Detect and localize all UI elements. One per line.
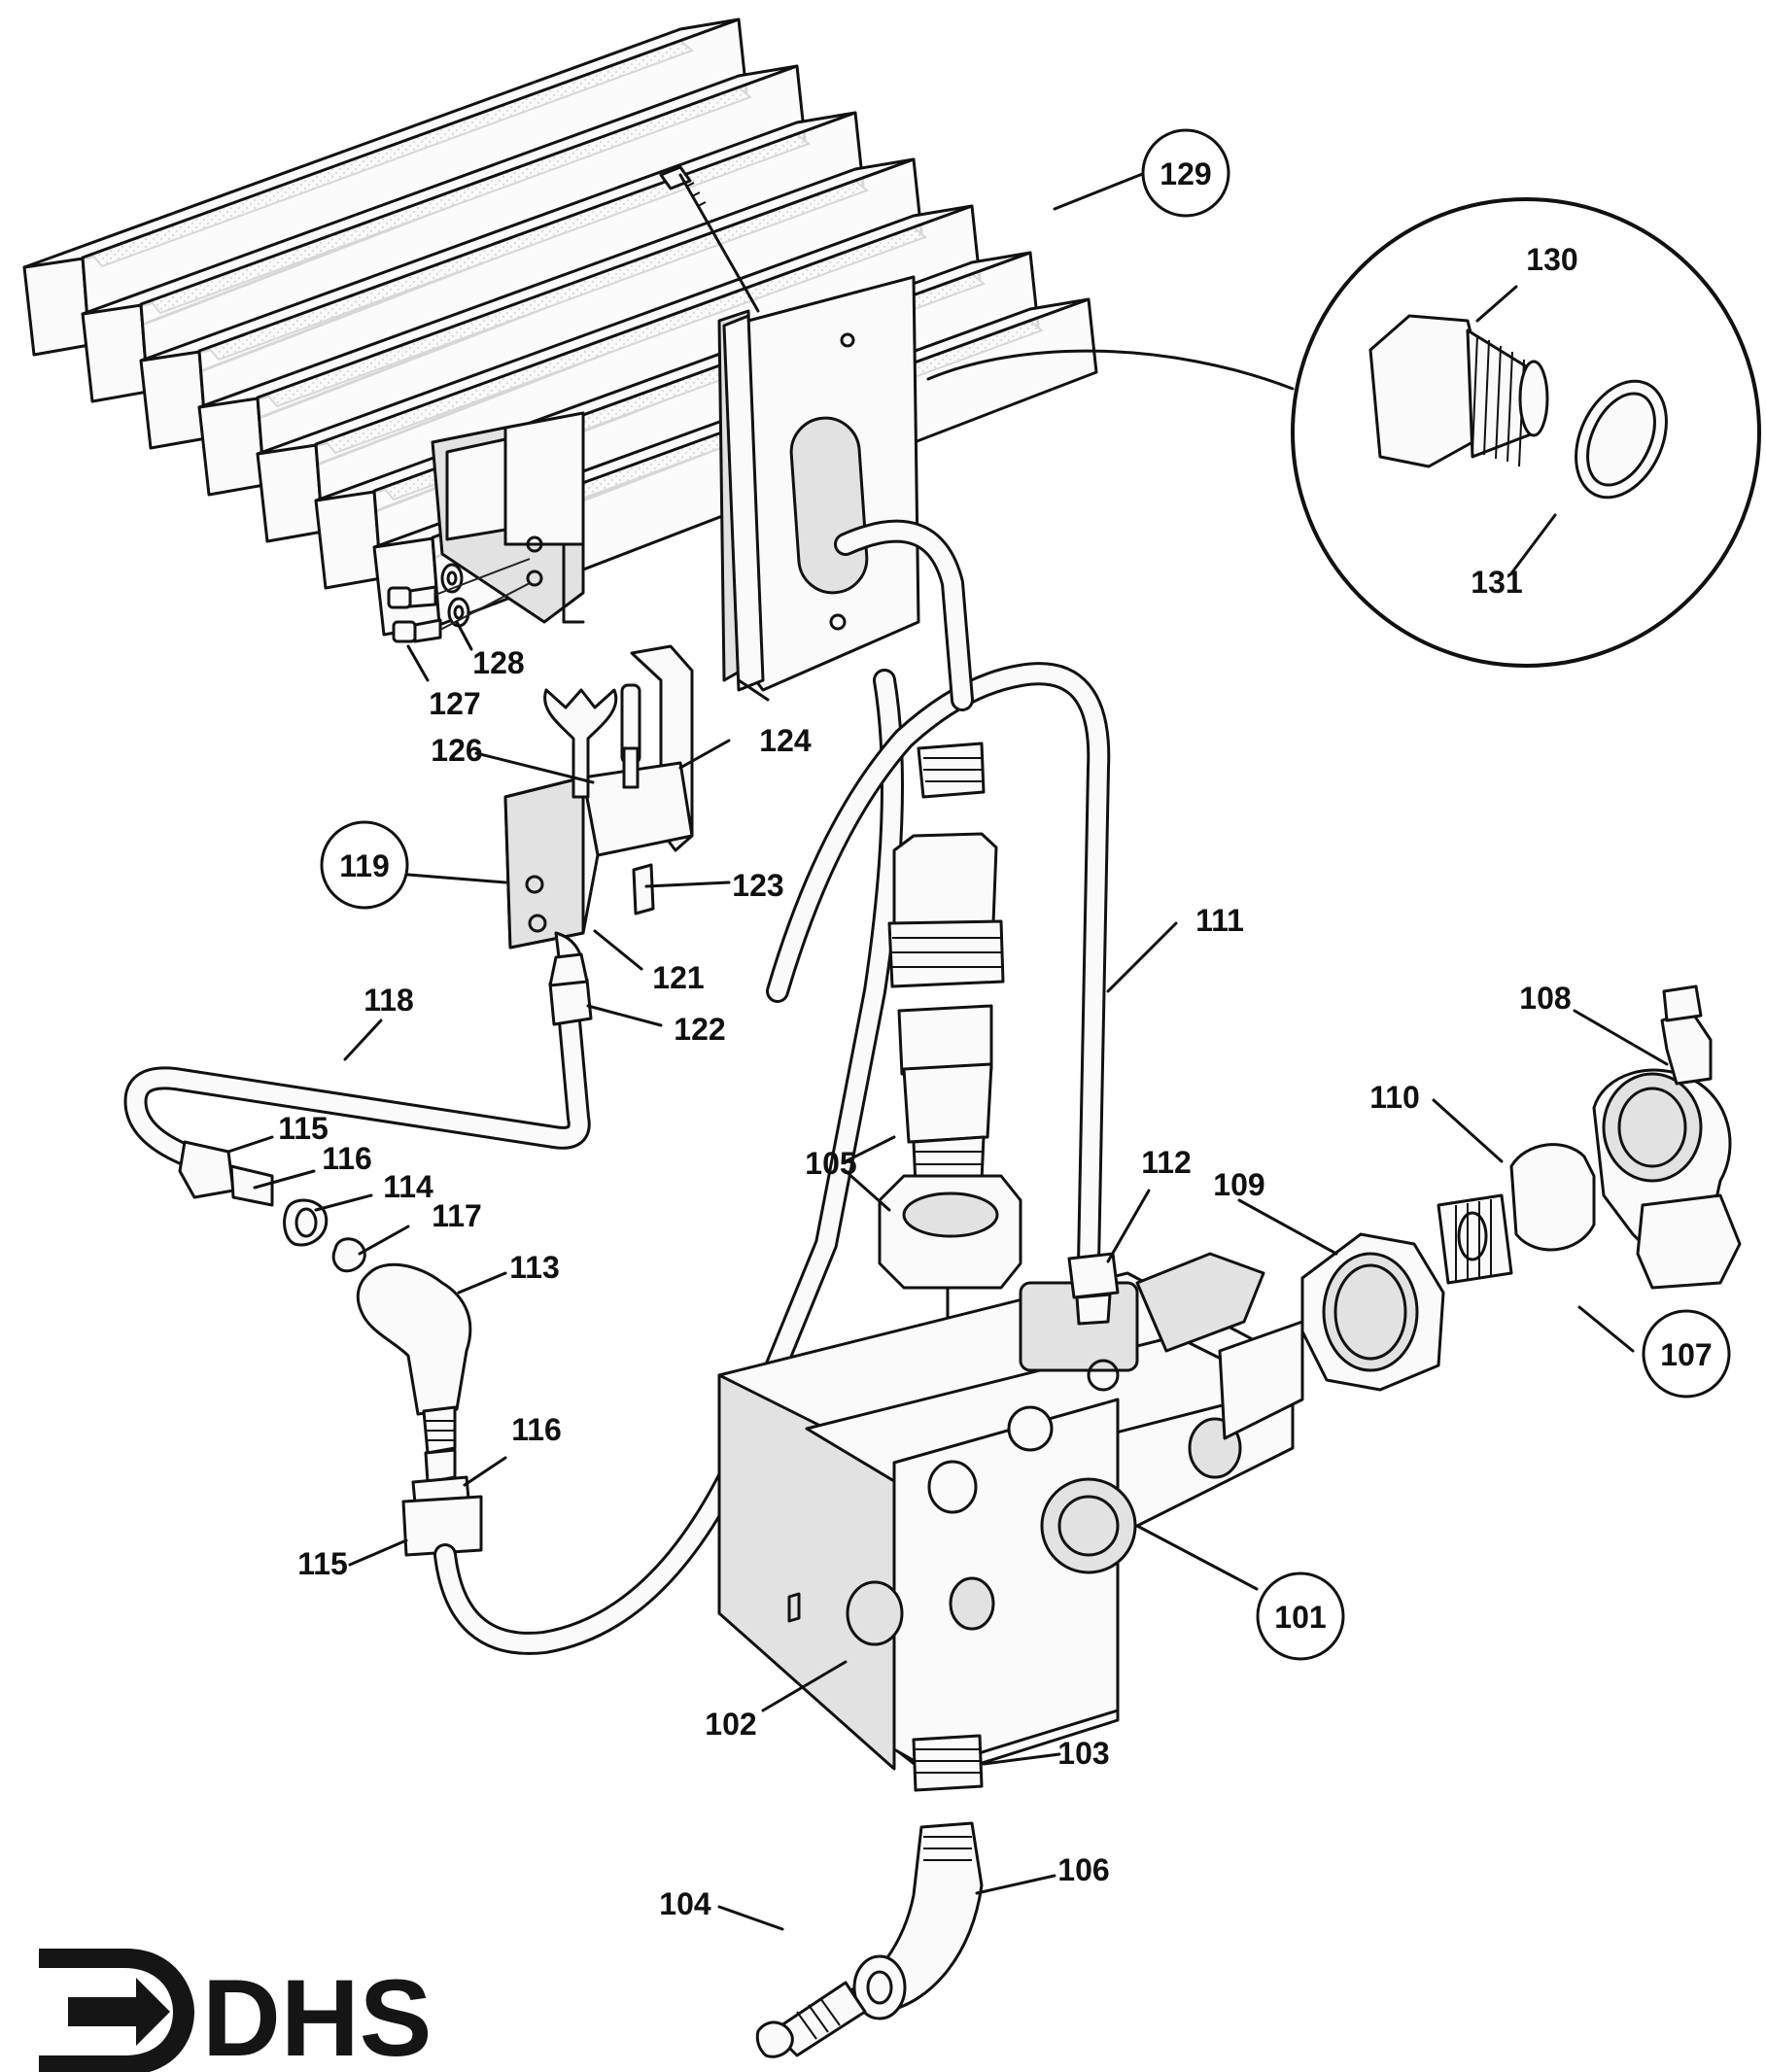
callout-111: 111 xyxy=(1195,903,1244,938)
main-gas-fittings xyxy=(878,742,1022,1455)
burner-manifold xyxy=(431,275,920,702)
callout-127: 127 xyxy=(429,686,480,721)
callout-104: 104 xyxy=(659,1886,711,1921)
callout-118: 118 xyxy=(364,983,414,1018)
callout-102: 102 xyxy=(705,1707,756,1742)
callout-115-upper: 115 xyxy=(278,1111,329,1146)
callout-122: 122 xyxy=(674,1012,725,1047)
callout-circles xyxy=(320,128,1731,1661)
pilot-burner-assembly xyxy=(503,644,694,974)
callout-116-lower: 116 xyxy=(511,1412,562,1447)
callout-131: 131 xyxy=(1471,565,1522,600)
leader-lines xyxy=(226,171,1669,1931)
callout-101: 101 xyxy=(1274,1600,1326,1635)
callout-123: 123 xyxy=(732,868,783,903)
callout-117: 117 xyxy=(432,1198,482,1233)
pilot-fitting xyxy=(1067,1252,1120,1326)
callout-107: 107 xyxy=(1660,1337,1712,1372)
callout-108: 108 xyxy=(1519,981,1571,1016)
callout-121: 121 xyxy=(652,960,704,995)
callout-124: 124 xyxy=(759,723,812,758)
callout-116-upper: 116 xyxy=(322,1141,372,1176)
detail-magnifier xyxy=(926,197,1761,668)
callout-119: 119 xyxy=(339,848,390,883)
callout-103: 103 xyxy=(1057,1736,1109,1771)
callout-labels: 129 130 131 128 127 126 124 119 123 121 … xyxy=(278,156,1713,1921)
callout-130: 130 xyxy=(1526,242,1577,277)
dhs-logo: DHS xyxy=(39,1949,432,2072)
dhs-logo-mark xyxy=(39,1949,194,2072)
callout-110: 110 xyxy=(1369,1080,1420,1115)
callout-105: 105 xyxy=(805,1146,856,1181)
inlet-connection xyxy=(1300,984,1742,1392)
callout-126: 126 xyxy=(431,733,482,768)
callout-106: 106 xyxy=(1057,1852,1109,1887)
dhs-logo-text: DHS xyxy=(202,1957,432,2072)
callout-115-lower: 115 xyxy=(297,1546,348,1581)
callout-112: 112 xyxy=(1141,1145,1192,1180)
pilot-tube xyxy=(766,519,1111,1275)
gas-valve-body xyxy=(717,1252,1304,1780)
callout-129: 129 xyxy=(1160,156,1211,191)
burner-screw xyxy=(659,165,760,313)
screw-washer-set xyxy=(387,558,531,643)
callout-128: 128 xyxy=(472,645,524,680)
pilot-supply-pipe xyxy=(123,669,904,1655)
outlet-connection xyxy=(755,1734,984,2058)
callout-114: 114 xyxy=(383,1169,433,1204)
callout-113: 113 xyxy=(509,1250,560,1285)
callout-109: 109 xyxy=(1213,1167,1264,1202)
